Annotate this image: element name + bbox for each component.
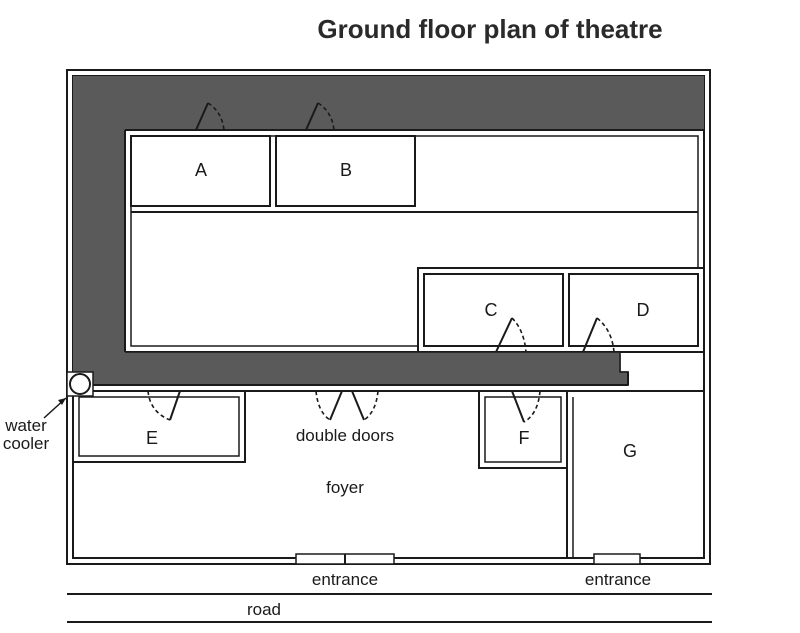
room-g-label: G bbox=[623, 441, 637, 461]
corridor-lower bbox=[72, 351, 629, 386]
corridor-top bbox=[73, 76, 704, 130]
room-c-label: C bbox=[485, 300, 498, 320]
room-f-label: F bbox=[519, 428, 530, 448]
room-a bbox=[130, 135, 271, 207]
door-e bbox=[147, 390, 181, 421]
room-d bbox=[568, 273, 699, 347]
room-b bbox=[275, 135, 416, 207]
room-a-label: A bbox=[195, 160, 207, 180]
road-label: road bbox=[247, 600, 281, 619]
entrance-right-label: entrance bbox=[585, 570, 651, 589]
door-a bbox=[195, 102, 225, 131]
door-f bbox=[511, 390, 541, 423]
foyer-label: foyer bbox=[326, 478, 364, 497]
door-d bbox=[582, 317, 615, 353]
water-cooler-icon bbox=[66, 371, 94, 397]
water-cooler-label-2: cooler bbox=[3, 434, 50, 453]
room-f bbox=[478, 390, 568, 469]
room-d-label: D bbox=[637, 300, 650, 320]
door-c bbox=[495, 317, 527, 353]
door-b bbox=[305, 102, 335, 131]
diagram-title: Ground floor plan of theatre bbox=[317, 14, 663, 44]
double-doors-label: double doors bbox=[296, 426, 394, 445]
corridor-left bbox=[73, 76, 125, 385]
room-b-label: B bbox=[340, 160, 352, 180]
room-e bbox=[72, 390, 246, 463]
room-e-label: E bbox=[146, 428, 158, 448]
room-c bbox=[423, 273, 564, 347]
entrance-right-door bbox=[593, 553, 641, 565]
water-cooler-label-1: water bbox=[4, 416, 47, 435]
double-doors-mark bbox=[315, 390, 379, 421]
entrance-left-label: entrance bbox=[312, 570, 378, 589]
entrance-left-door bbox=[295, 553, 395, 565]
